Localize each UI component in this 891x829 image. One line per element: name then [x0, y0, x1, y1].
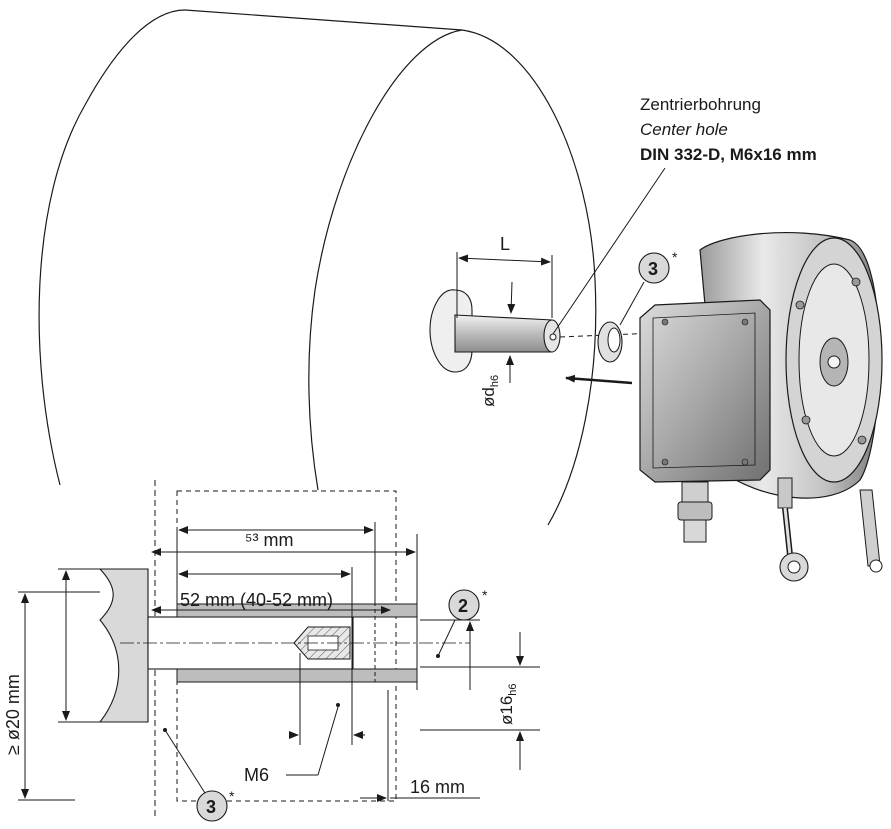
center-hole-label-de: Zentrierbohrung: [640, 95, 761, 114]
thread-label: M6: [244, 765, 269, 785]
center-hole-leader: [552, 167, 666, 335]
dimension-min-diameter-label: ≥ ø20 mm: [3, 674, 23, 755]
dimension-16-diameter: [420, 619, 540, 770]
cable-gland: [677, 481, 713, 543]
shaft-body: [454, 314, 553, 353]
body-front-ellipse-left: [308, 29, 463, 491]
center-hole-icon: [549, 333, 557, 341]
thread-dot: [336, 703, 340, 707]
callout-2-leader: [437, 619, 456, 657]
clamping-ring: [597, 321, 623, 363]
center-hole-label-en: Center hole: [640, 120, 728, 139]
svg-text:*: *: [229, 788, 235, 804]
svg-text:3: 3: [206, 797, 216, 817]
mounting-direction-arrow: [565, 374, 633, 385]
svg-text:2: 2: [458, 596, 468, 616]
motor-wall-section: [98, 568, 149, 723]
dimension-16mm-label: 16 mm: [410, 777, 465, 797]
dimension-L: [456, 252, 553, 318]
body-front-ellipse: [461, 29, 597, 526]
dimension-16-diameter-label: ø16h6: [497, 683, 519, 725]
svg-text:3: 3: [648, 259, 658, 279]
callout-3-lower-leader: [164, 729, 206, 794]
dimension-53mm-label: ⁵³ mm: [245, 530, 293, 550]
dimension-thread-length: [286, 653, 480, 802]
dimension-52mm-label: 52 mm (40-52 mm): [180, 590, 333, 610]
callout-3-upper-leader: [619, 281, 645, 326]
body-back-arc: [38, 9, 186, 486]
svg-text:ø16h6: ø16h6: [497, 683, 519, 725]
callout-2-dot: [436, 654, 440, 658]
dimension-52mm: [151, 567, 391, 700]
callout-2: 2 *: [448, 587, 488, 621]
motor-shaft: [429, 289, 561, 373]
torque-arm-strap: [859, 489, 883, 573]
dimension-L-label: L: [500, 234, 510, 254]
dimension-53mm: [151, 522, 418, 690]
torque-arm-rod: [777, 477, 809, 582]
dimension-shaft-diameter: [506, 281, 516, 383]
callout-3-upper: 3 *: [638, 249, 678, 284]
svg-text:ødh6: ødh6: [479, 375, 501, 407]
body-top-edge: [184, 9, 463, 31]
callout-3-lower-dot: [163, 728, 167, 732]
center-hole-label-din: DIN 332-D, M6x16 mm: [640, 145, 817, 164]
svg-text:*: *: [482, 587, 488, 603]
svg-text:*: *: [672, 249, 678, 265]
callout-3-lower: 3 *: [196, 788, 235, 822]
shaft-diameter-label: ødh6: [479, 375, 501, 407]
machine-body: [38, 9, 597, 526]
dimension-min-diameter: [18, 568, 100, 801]
encoder-terminal-box: [639, 299, 771, 483]
